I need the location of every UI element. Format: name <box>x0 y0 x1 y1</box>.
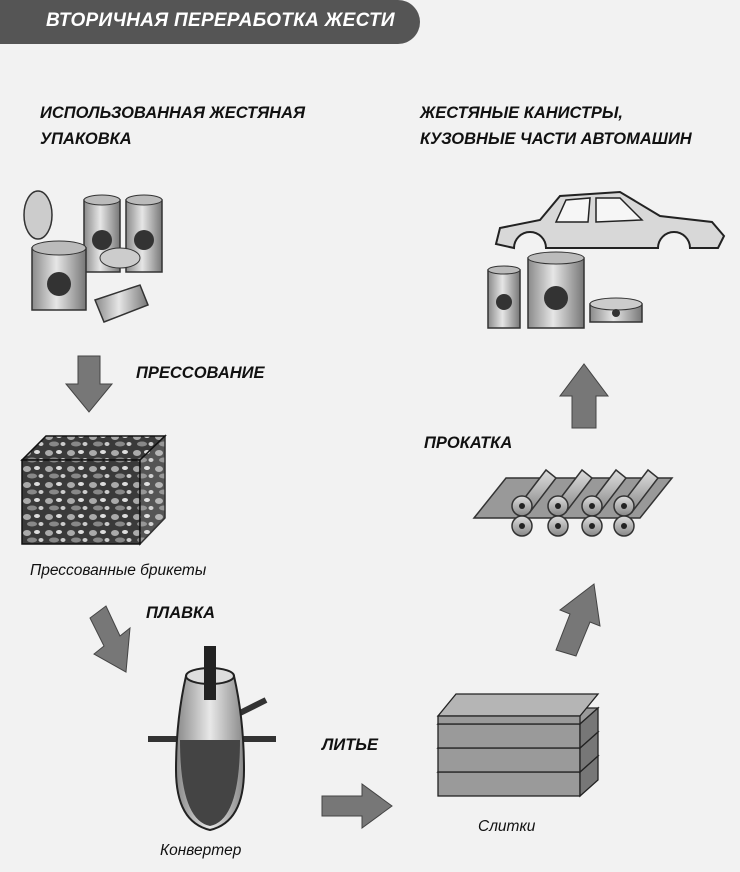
can-lid-icon <box>23 190 53 240</box>
converter-illustration <box>148 646 276 832</box>
arrow-up-diagonal-icon <box>555 583 601 657</box>
used-packaging-label-line1: ИСПОЛЬЗОВАННАЯ ЖЕСТЯНАЯ <box>40 104 306 122</box>
briquette-illustration <box>20 434 167 546</box>
step-pressing-label: ПРЕССОВАНИЕ <box>136 364 265 382</box>
products-illustration <box>487 190 726 329</box>
arrow-right-icon <box>321 783 393 829</box>
converter-label: Конвертер <box>160 842 242 859</box>
ingots-label: Слитки <box>478 818 536 835</box>
can-lid-icon <box>99 247 141 269</box>
recycle-icon <box>47 272 71 296</box>
title-banner: ВТОРИЧНАЯ ПЕРЕРАБОТКА ЖЕСТИ <box>0 0 420 44</box>
arrow-down-icon <box>64 355 114 413</box>
arrow-up-icon <box>559 363 609 429</box>
recycle-icon <box>134 230 154 250</box>
lance-icon <box>204 646 216 700</box>
recycle-icon <box>496 294 512 310</box>
ingots-illustration <box>436 693 600 798</box>
recycle-icon <box>92 230 112 250</box>
products-label-line1: ЖЕСТЯНЫЕ КАНИСТРЫ, <box>420 104 624 122</box>
briquettes-label: Прессованные брикеты <box>30 562 207 579</box>
used-cans-illustration <box>23 190 163 323</box>
step-casting-label: ЛИТЬЕ <box>322 736 378 754</box>
products-label-line2: КУЗОВНЫЕ ЧАСТИ АВТОМАШИН <box>420 130 692 148</box>
step-rolling-label: ПРОКАТКА <box>424 434 513 452</box>
recycle-icon <box>544 286 568 310</box>
used-packaging-label-line2: УПАКОВКА <box>40 130 132 148</box>
flat-tin-icon <box>94 284 149 323</box>
page-title: ВТОРИЧНАЯ ПЕРЕРАБОТКА ЖЕСТИ <box>46 10 395 31</box>
step-melting-label: ПЛАВКА <box>146 604 216 622</box>
recycle-icon <box>612 309 620 317</box>
rolling-mill-illustration <box>472 468 674 537</box>
arrow-diagonal-icon <box>89 605 131 673</box>
